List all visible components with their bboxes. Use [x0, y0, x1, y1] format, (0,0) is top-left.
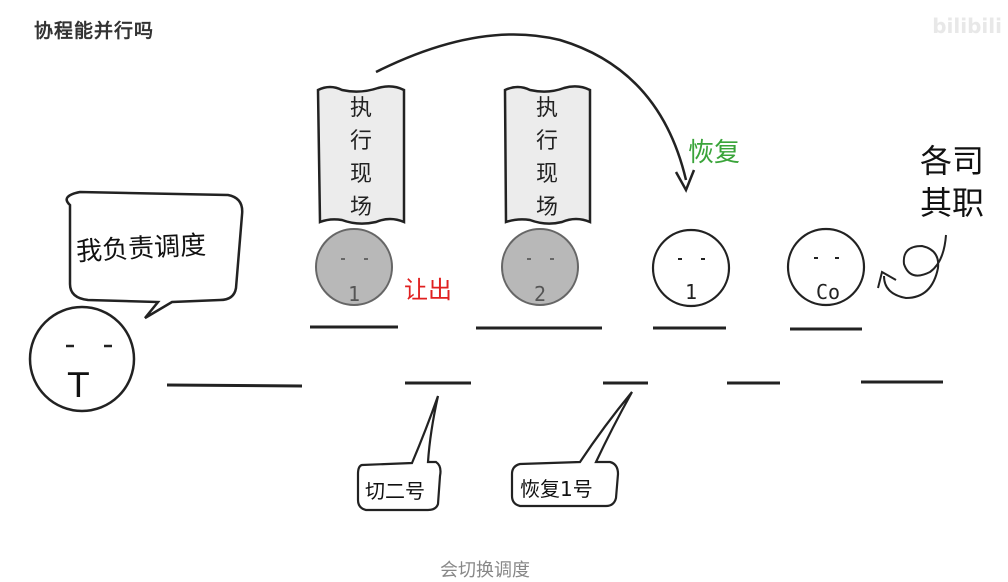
scroll-char: 行 — [349, 129, 372, 154]
switch-label: 切二号 — [365, 479, 425, 503]
diagram-canvas — [28, 33, 947, 512]
bottom-caption: 会切换调度 — [440, 560, 530, 581]
scheduler-label: T — [68, 366, 89, 406]
coroutine-3-label: 1 — [684, 280, 698, 304]
timeline-segment — [166, 383, 303, 388]
spiral-arrow — [883, 234, 947, 300]
coroutine-4-label: Co — [815, 280, 841, 304]
scroll-2-text: 执 行 现 场 — [532, 92, 562, 224]
yield-label: 让出 — [404, 276, 452, 304]
video-title: 协程能并行吗 — [34, 20, 155, 42]
resume-label: 恢复 — [688, 138, 741, 168]
resume-one-label: 恢复1号 — [520, 477, 593, 501]
scroll-char: 执 — [349, 96, 372, 121]
scroll-char: 执 — [535, 96, 558, 121]
scroll-1-text: 执 行 现 场 — [346, 92, 376, 224]
callout-bubble-resume — [510, 391, 633, 508]
context-scroll-2 — [503, 85, 592, 225]
scheduler-face — [28, 305, 136, 413]
scroll-char: 行 — [535, 129, 558, 154]
duty-label: 各司其职 — [920, 142, 985, 222]
coroutine-face-4 — [786, 227, 866, 307]
scroll-char: 现 — [349, 162, 372, 187]
watermark-logo: bilibili — [932, 14, 1002, 38]
coroutine-2-label: 2 — [533, 282, 547, 306]
scroll-char: 场 — [349, 195, 372, 220]
scroll-char: 现 — [535, 162, 558, 187]
resume-arrow — [375, 33, 688, 181]
coroutine-face-2 — [501, 228, 579, 306]
arrow-head-icon — [877, 270, 897, 289]
scroll-char: 场 — [535, 195, 558, 220]
scheduler-speech-text: 我负责调度 — [75, 230, 207, 268]
coroutine-face-1 — [315, 228, 393, 306]
coroutine-1-label: 1 — [347, 282, 361, 306]
coroutine-face-3 — [651, 228, 731, 308]
callout-bubble-switch — [356, 395, 442, 512]
arrow-head-icon — [674, 169, 696, 193]
context-scroll-1 — [316, 85, 406, 225]
speech-bubble — [65, 190, 244, 320]
